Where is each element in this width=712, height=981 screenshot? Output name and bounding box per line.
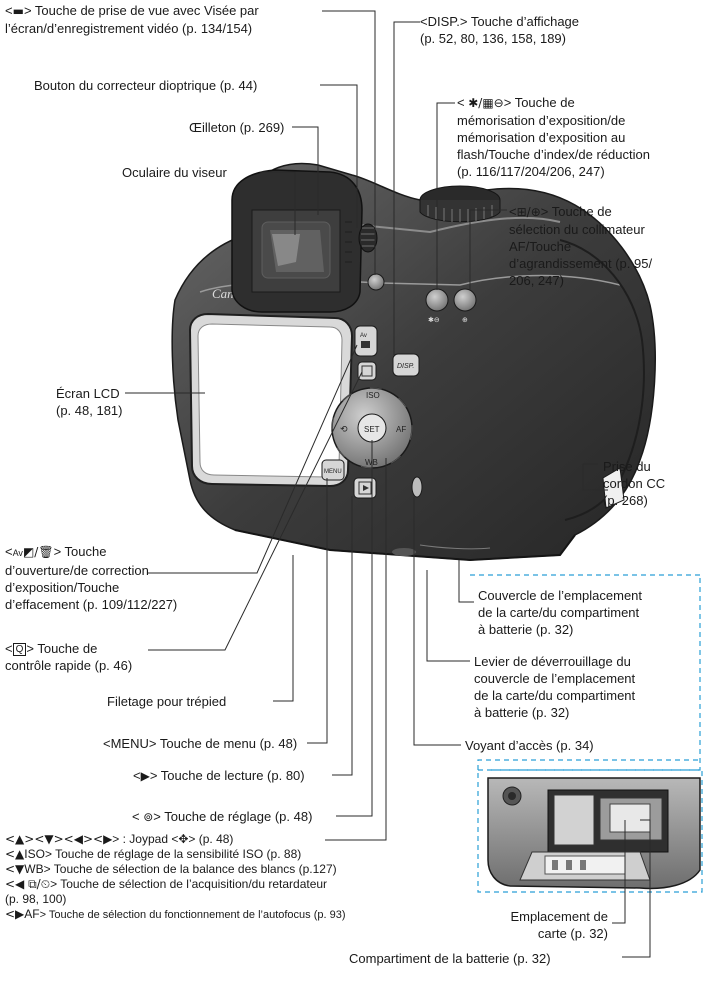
label-menu: <MENU> Touche de menu (p. 48) — [103, 736, 298, 751]
label-diopter: Bouton du correcteur dioptrique (p. 44) — [34, 78, 258, 93]
set-button[interactable]: SET — [357, 413, 387, 443]
exposure-trash-icon: ◩/🗑 — [22, 545, 54, 559]
label-release-lever: Levier de déverrouillage du couvercle de… — [474, 654, 636, 720]
svg-text:DISP.: DISP. — [397, 363, 414, 370]
label-live-view: <▬> Touche de prise de vue avec Visée pa… — [5, 3, 259, 36]
bottom-plate — [234, 529, 576, 562]
label-tripod: Filetage pour trépied — [107, 694, 227, 709]
label-playback: <▶> Touche de lecture (p. 80) — [133, 768, 305, 783]
label-access-lamp: Voyant d’accès (p. 34) — [465, 738, 594, 753]
label-disp: <DISP.> Touche d’affichage (p. 52, 80, 1… — [420, 14, 580, 46]
label-dc-cord: Prise du cordon CC (p. 268) — [603, 459, 666, 508]
label-battery: Compartiment de la batterie (p. 32) — [349, 951, 551, 966]
playback-button[interactable] — [353, 477, 377, 499]
label-cross-keys: <▲><▼><◀><▶> : Joypad <✥> (p. 48) — [5, 832, 234, 846]
drive-icon: <◀ ⧉/⏲ — [5, 877, 51, 891]
svg-text:WB: WB — [365, 458, 378, 467]
asterisk-icon: ✱/▦⊖ — [468, 96, 504, 110]
q-button[interactable] — [357, 361, 377, 381]
label-ae-lock: < ✱/▦⊖> Touche de mémorisation d’exposit… — [457, 95, 650, 179]
svg-text:Av: Av — [360, 333, 367, 339]
live-view-button[interactable] — [367, 273, 385, 291]
svg-text:SET: SET — [364, 425, 380, 434]
svg-text:✱⊖: ✱⊖ — [428, 316, 440, 324]
label-eyecup: Œilleton (p. 269) — [189, 120, 285, 135]
label-card-slot: Emplacement de carte (p. 32) — [510, 909, 608, 941]
svg-text:AF: AF — [396, 425, 406, 434]
svg-text:⊕: ⊕ — [462, 317, 468, 324]
af-point-icon: ⊞/⊕ — [516, 205, 541, 219]
label-wb: <▼WB> Touche de sélection de la balance … — [5, 862, 337, 876]
label-set: < ⊚> Touche de réglage (p. 48) — [132, 809, 313, 824]
svg-text:MENU: MENU — [324, 469, 342, 475]
label-drive: <◀ ⧉/⏲> Touche de sélection de l’acquisi… — [5, 877, 328, 906]
set-icon: ⊚ — [143, 810, 154, 824]
label-aperture: <Av◩/🗑> Touche d’ouverture/de correction… — [5, 544, 178, 612]
playback-icon: ▶ — [140, 769, 150, 783]
label-card-cover: Couvercle de l’emplacement de la carte/d… — [478, 588, 643, 637]
viewfinder-eyecup — [231, 169, 363, 313]
access-lamp — [411, 476, 423, 498]
label-lcd: Écran LCD (p. 48, 181) — [56, 386, 123, 418]
label-iso: <▲ISO> Touche de réglage de la sensibili… — [5, 847, 302, 861]
callout-dashed-box — [488, 578, 701, 771]
label-eyepiece: Oculaire du viseur — [122, 165, 227, 180]
label-af: <▶AF> Touche de sélection du fonctionnem… — [5, 907, 346, 921]
af-point-button[interactable]: ⊕ — [453, 288, 477, 324]
dc-cord-cover[interactable] — [602, 467, 625, 509]
cross-keys-icon: ✥ — [178, 832, 189, 846]
camera-icon: ▬ — [12, 4, 24, 18]
diopter-dial[interactable] — [358, 223, 378, 253]
q-icon: Q — [12, 643, 27, 656]
svg-text:⟲: ⟲ — [340, 424, 348, 434]
menu-button[interactable]: MENU — [321, 459, 345, 481]
label-af-point: <⊞/⊕> Touche de sélection du collimateur… — [509, 204, 653, 288]
leader-lines — [125, 10, 651, 958]
av-button[interactable]: Av — [354, 325, 378, 357]
inset-dashed-frame — [477, 769, 703, 893]
svg-text:ISO: ISO — [366, 391, 380, 400]
disp-button[interactable]: DISP. — [392, 353, 420, 377]
battery-compartment-inset — [487, 777, 701, 890]
label-quick-control: <Q> Touche de contrôle rapide (p. 46) — [5, 641, 133, 673]
